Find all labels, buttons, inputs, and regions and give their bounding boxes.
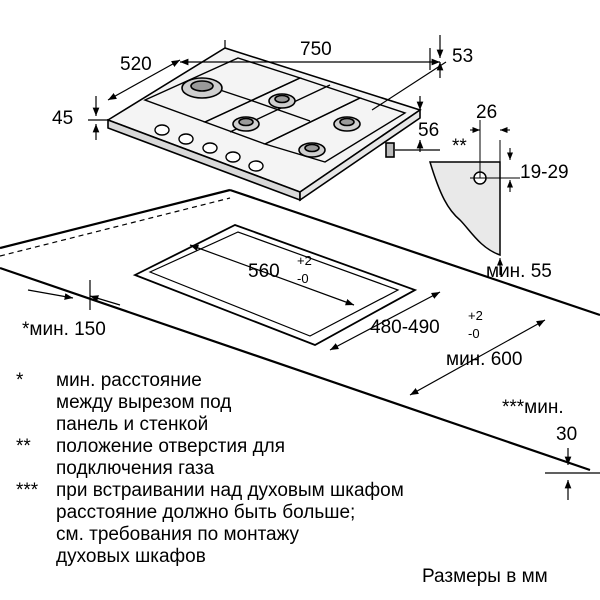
gas-marker-label: ** [452,136,467,157]
legend-line: панель и стенкой [56,414,209,435]
gas-connector [385,142,395,158]
min-30-value: 30 [556,424,577,445]
dim-45 [88,96,108,140]
legend-line: положение отверстия для [56,436,286,457]
legend-item-3: *** при встраивании над духовым шкафом р… [16,480,536,568]
legend-line: между вырезом под [56,392,232,413]
legend: * мин. расстояние между вырезом под пане… [16,370,536,568]
dim-520-label: 520 [120,54,152,75]
dim-560-tol-bottom: -0 [297,271,309,286]
dim-53-label: 53 [452,46,473,67]
legend-item-1: * мин. расстояние между вырезом под пане… [16,370,536,436]
dim-560-label: 560 [248,261,280,282]
min-30-title: ***мин. [502,397,564,418]
dim-480-490-tol-top: +2 [468,308,483,323]
legend-line: подключения газа [56,458,215,479]
dim-750-label: 750 [300,39,332,60]
hob-top-plate [106,47,422,193]
dim-480-490-tol-bottom: -0 [468,326,480,341]
dim-150 [27,289,74,300]
dim-53 [371,35,447,111]
legend-line: см. требования по монтажу [56,524,300,545]
legend-line: духовых шкафов [56,546,206,567]
legend-mark: *** [16,480,39,501]
gas-detail [428,120,520,275]
dim-750 [180,40,440,70]
dim-480-490-label: 480-490 [370,317,440,338]
dim-56 [395,96,440,152]
legend-item-2: ** положение отверстия для подключения г… [16,436,536,480]
legend-line: при встраивании над духовым шкафом [56,480,404,501]
dim-560 [189,244,355,306]
dim-560-tol-top: +2 [297,253,312,268]
legend-mark: ** [16,436,31,457]
min-150-label: *мин. 150 [22,319,106,340]
min-55-label: мин. 55 [486,261,552,282]
legend-line: мин. расстояние [56,370,202,391]
hob-right-edge [299,108,421,202]
dim-600 [409,319,546,396]
units-note: Размеры в мм [422,566,548,587]
legend-line: расстояние должно быть больше; [56,502,356,523]
legend-mark: * [16,370,24,391]
hob-unit [106,47,422,202]
control-knobs [154,124,264,172]
min-600-label: мин. 600 [446,349,522,370]
dim-520 [107,59,181,101]
worktop [0,188,600,472]
burners [181,77,361,158]
dim-45-label: 45 [52,108,73,129]
dim-480-490 [329,291,441,351]
dim-56-label: 56 [418,120,439,141]
dim-19-29-label: 19-29 [520,162,569,183]
dim-26-label: 26 [476,102,497,123]
